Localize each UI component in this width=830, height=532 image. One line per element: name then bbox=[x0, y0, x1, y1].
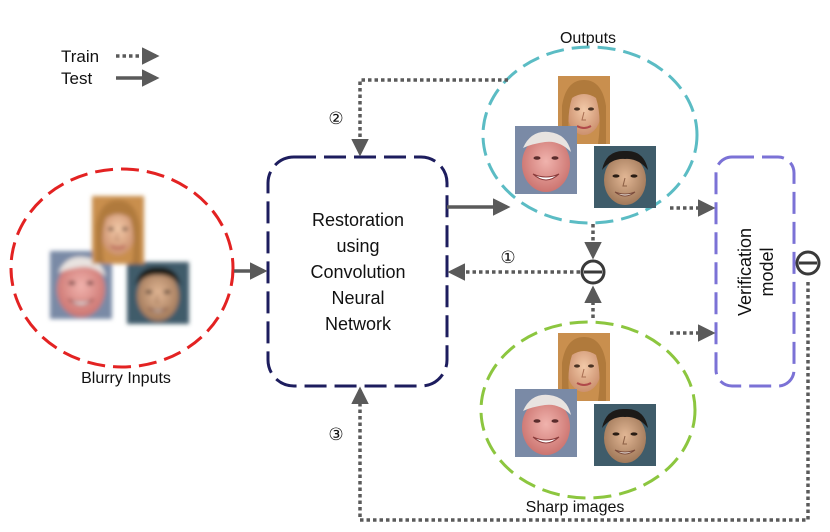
legend-test-label: Test bbox=[61, 69, 92, 88]
restoration-line-3: Convolution bbox=[310, 262, 405, 282]
restoration-text: Restoration using Convolution Neural Net… bbox=[310, 210, 405, 334]
step-2-label: ② bbox=[328, 109, 343, 128]
arrow-outputs-feedback-to-cnn bbox=[351, 78, 508, 157]
sharp-face-images bbox=[514, 332, 657, 467]
sharp-images-ellipse bbox=[479, 320, 697, 500]
output-man-face-older bbox=[514, 125, 578, 195]
restoration-line-4: Neural bbox=[331, 288, 384, 308]
sharp-man-face-young bbox=[593, 403, 657, 467]
arrow-verification-feedback-to-cnn bbox=[351, 282, 810, 522]
blurry-inputs-ellipse bbox=[9, 167, 235, 369]
step-3-label: ③ bbox=[328, 425, 343, 444]
verification-text: Verification model bbox=[735, 228, 777, 316]
sharp-images-label: Sharp images bbox=[526, 499, 625, 516]
restoration-line-5: Network bbox=[325, 314, 392, 334]
circled-minus-icon bbox=[580, 259, 606, 285]
blurry-inputs-label: Blurry Inputs bbox=[81, 370, 171, 387]
blurry-woman-face bbox=[91, 195, 145, 265]
blurry-man-face-young bbox=[126, 261, 190, 325]
restoration-line-2: using bbox=[336, 236, 379, 256]
verification-line-2: model bbox=[757, 247, 777, 296]
output-face-images bbox=[514, 75, 657, 209]
verification-line-1: Verification bbox=[735, 228, 755, 316]
blurry-face-images bbox=[49, 195, 190, 325]
outputs-label: Outputs bbox=[560, 30, 616, 47]
circled-minus-icon-verification bbox=[795, 250, 821, 276]
step-1-label: ① bbox=[500, 248, 515, 267]
restoration-line-1: Restoration bbox=[312, 210, 404, 230]
outputs-ellipse bbox=[481, 45, 699, 225]
output-man-face-young bbox=[593, 145, 657, 209]
restoration-cnn-box bbox=[266, 155, 449, 388]
verification-model-box bbox=[714, 155, 796, 388]
legend-train-label: Train bbox=[61, 47, 99, 66]
sharp-man-face-older bbox=[514, 388, 578, 458]
